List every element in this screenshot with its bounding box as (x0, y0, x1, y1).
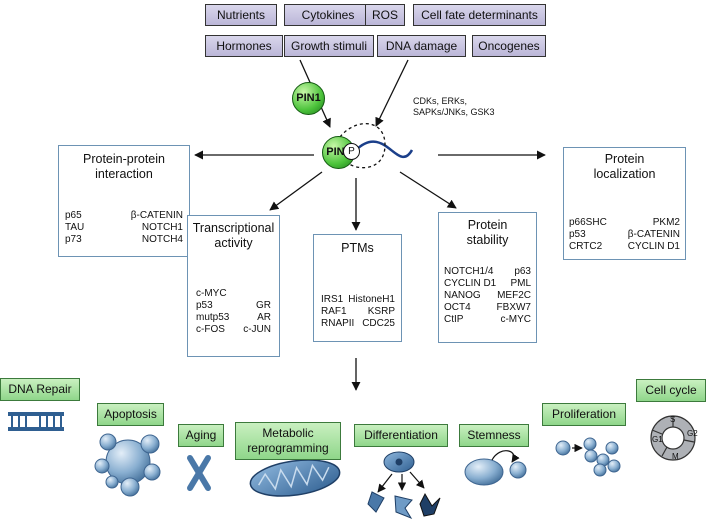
metabolic-line2: reprogramming (247, 441, 329, 455)
arrow-to-transcription (269, 171, 323, 211)
ptms-left-2: RNAPII (321, 318, 355, 329)
stability-left-1: CYCLIN D1 (444, 278, 497, 289)
localization-left-0: p66SHC (569, 217, 607, 228)
ppi-left-0: p65 (65, 210, 82, 221)
transcription-left-1: mutp53 (196, 312, 230, 323)
kinase-label-2: SAPKs/JNKs, GSK3 (413, 107, 495, 117)
outcome-metabolic-reprogramming: Metabolic reprogramming (235, 422, 341, 460)
ppi-right-2: NOTCH4 (141, 234, 183, 245)
stability-right-3: FBXW7 (496, 302, 531, 313)
signal-hormones: Hormones (205, 35, 283, 57)
ppi-title-line2: interaction (95, 167, 153, 181)
ppi-right-1: NOTCH1 (141, 222, 183, 233)
localization-left-2: CRTC2 (569, 241, 603, 252)
box-localization: Protein localization p66SHC p53 CRTC2 PK… (563, 147, 686, 260)
chromosome-icon (187, 455, 211, 491)
stability-title-line2: stability (466, 233, 509, 247)
stemness-icon (464, 450, 527, 486)
outcome-proliferation: Proliferation (542, 403, 626, 426)
pin1-free-icon: PIN1 (292, 82, 325, 115)
outcome-differentiation: Differentiation (354, 424, 448, 447)
localization-right-1: β-CATENIN (627, 229, 680, 240)
localization-title-line2: localization (593, 167, 656, 181)
stability-left-0: NOTCH1/4 (444, 266, 494, 277)
signal-dna-damage: DNA damage (377, 35, 466, 57)
dna-repair-icon (8, 412, 64, 431)
phase-m: M (672, 452, 679, 461)
ppi-right-0: β-CATENIN (130, 210, 183, 221)
outcome-cell-cycle: Cell cycle (636, 379, 706, 402)
box-stability: Protein stability NOTCH1/4 CYCLIN D1 NAN… (438, 212, 537, 343)
transcription-right-0: GR (256, 300, 271, 311)
ppi-left-1: TAU (65, 222, 85, 233)
stability-right-2: MEF2C (497, 290, 531, 301)
phase-g1: G1 (652, 435, 663, 444)
substrate-strand (355, 140, 414, 158)
stability-right-1: PML (510, 278, 531, 289)
isomerization-loop (339, 123, 386, 169)
phosphate-icon: P (343, 143, 360, 160)
ptms-left-0: IRS1 (321, 294, 344, 305)
stability-left-2: NANOG (444, 290, 481, 301)
stability-right-4: c-MYC (500, 314, 531, 325)
stability-title-line1: Protein (467, 218, 508, 232)
arrow-to-stability (399, 171, 457, 209)
cell-cycle-icon (650, 415, 696, 461)
signal-nutrients: Nutrients (205, 4, 277, 26)
transcription-single: c-MYC (196, 288, 227, 299)
arrow-kinases (375, 59, 409, 127)
stability-left-3: OCT4 (444, 302, 471, 313)
transcription-left-2: c-FOS (196, 324, 225, 335)
ptms-right-2: CDC25 (362, 318, 395, 329)
stability-right-0: p63 (514, 266, 531, 277)
ptms-left-1: RAF1 (321, 306, 347, 317)
transcription-left-0: p53 (196, 300, 213, 311)
localization-right-2: CYCLIN D1 (627, 241, 680, 252)
phase-s: S (670, 415, 676, 424)
localization-title-line1: Protein (604, 152, 645, 166)
metabolic-line1: Metabolic (262, 426, 314, 440)
signal-ros: ROS (365, 4, 405, 26)
localization-right-0: PKM2 (652, 217, 680, 228)
outcome-dna-repair: DNA Repair (0, 378, 80, 401)
stability-left-4: CtIP (444, 314, 464, 325)
ptms-right-0: HistoneH1 (348, 294, 395, 305)
transcription-right-1: AR (257, 312, 271, 323)
signal-growth-stimuli: Growth stimuli (284, 35, 374, 57)
proliferation-icon (555, 437, 621, 477)
ptms-right-1: KSRP (367, 306, 395, 317)
ppi-title-line1: Protein-protein (83, 152, 165, 166)
ptms-title: PTMs (341, 241, 374, 255)
outcome-aging: Aging (178, 424, 224, 447)
box-ptms: PTMs IRS1 RAF1 RNAPII HistoneH1 KSRP CDC… (313, 234, 402, 342)
signal-oncogenes: Oncogenes (472, 35, 546, 57)
transcription-title-line1: Transcriptional (192, 221, 275, 235)
box-transcription: Transcriptional activity c-MYC p53 mutp5… (187, 215, 280, 357)
signal-cytokines: Cytokines (284, 4, 372, 26)
outcome-apoptosis: Apoptosis (97, 403, 164, 426)
kinase-label-1: CDKs, ERKs, (413, 96, 468, 106)
differentiation-icon (367, 451, 441, 520)
mitochondrion-icon (249, 459, 341, 497)
transcription-right-2: c-JUN (243, 324, 271, 335)
outcome-stemness: Stemness (459, 424, 529, 447)
localization-left-1: p53 (569, 229, 586, 240)
apoptosis-icon (94, 433, 161, 497)
box-ppi: Protein-protein interaction p65 TAU p73 … (58, 145, 190, 257)
signal-cell-fate-determinants: Cell fate determinants (413, 4, 546, 26)
phase-g2: G2 (687, 429, 698, 438)
ppi-left-2: p73 (65, 234, 82, 245)
transcription-title-line2: activity (214, 236, 253, 250)
